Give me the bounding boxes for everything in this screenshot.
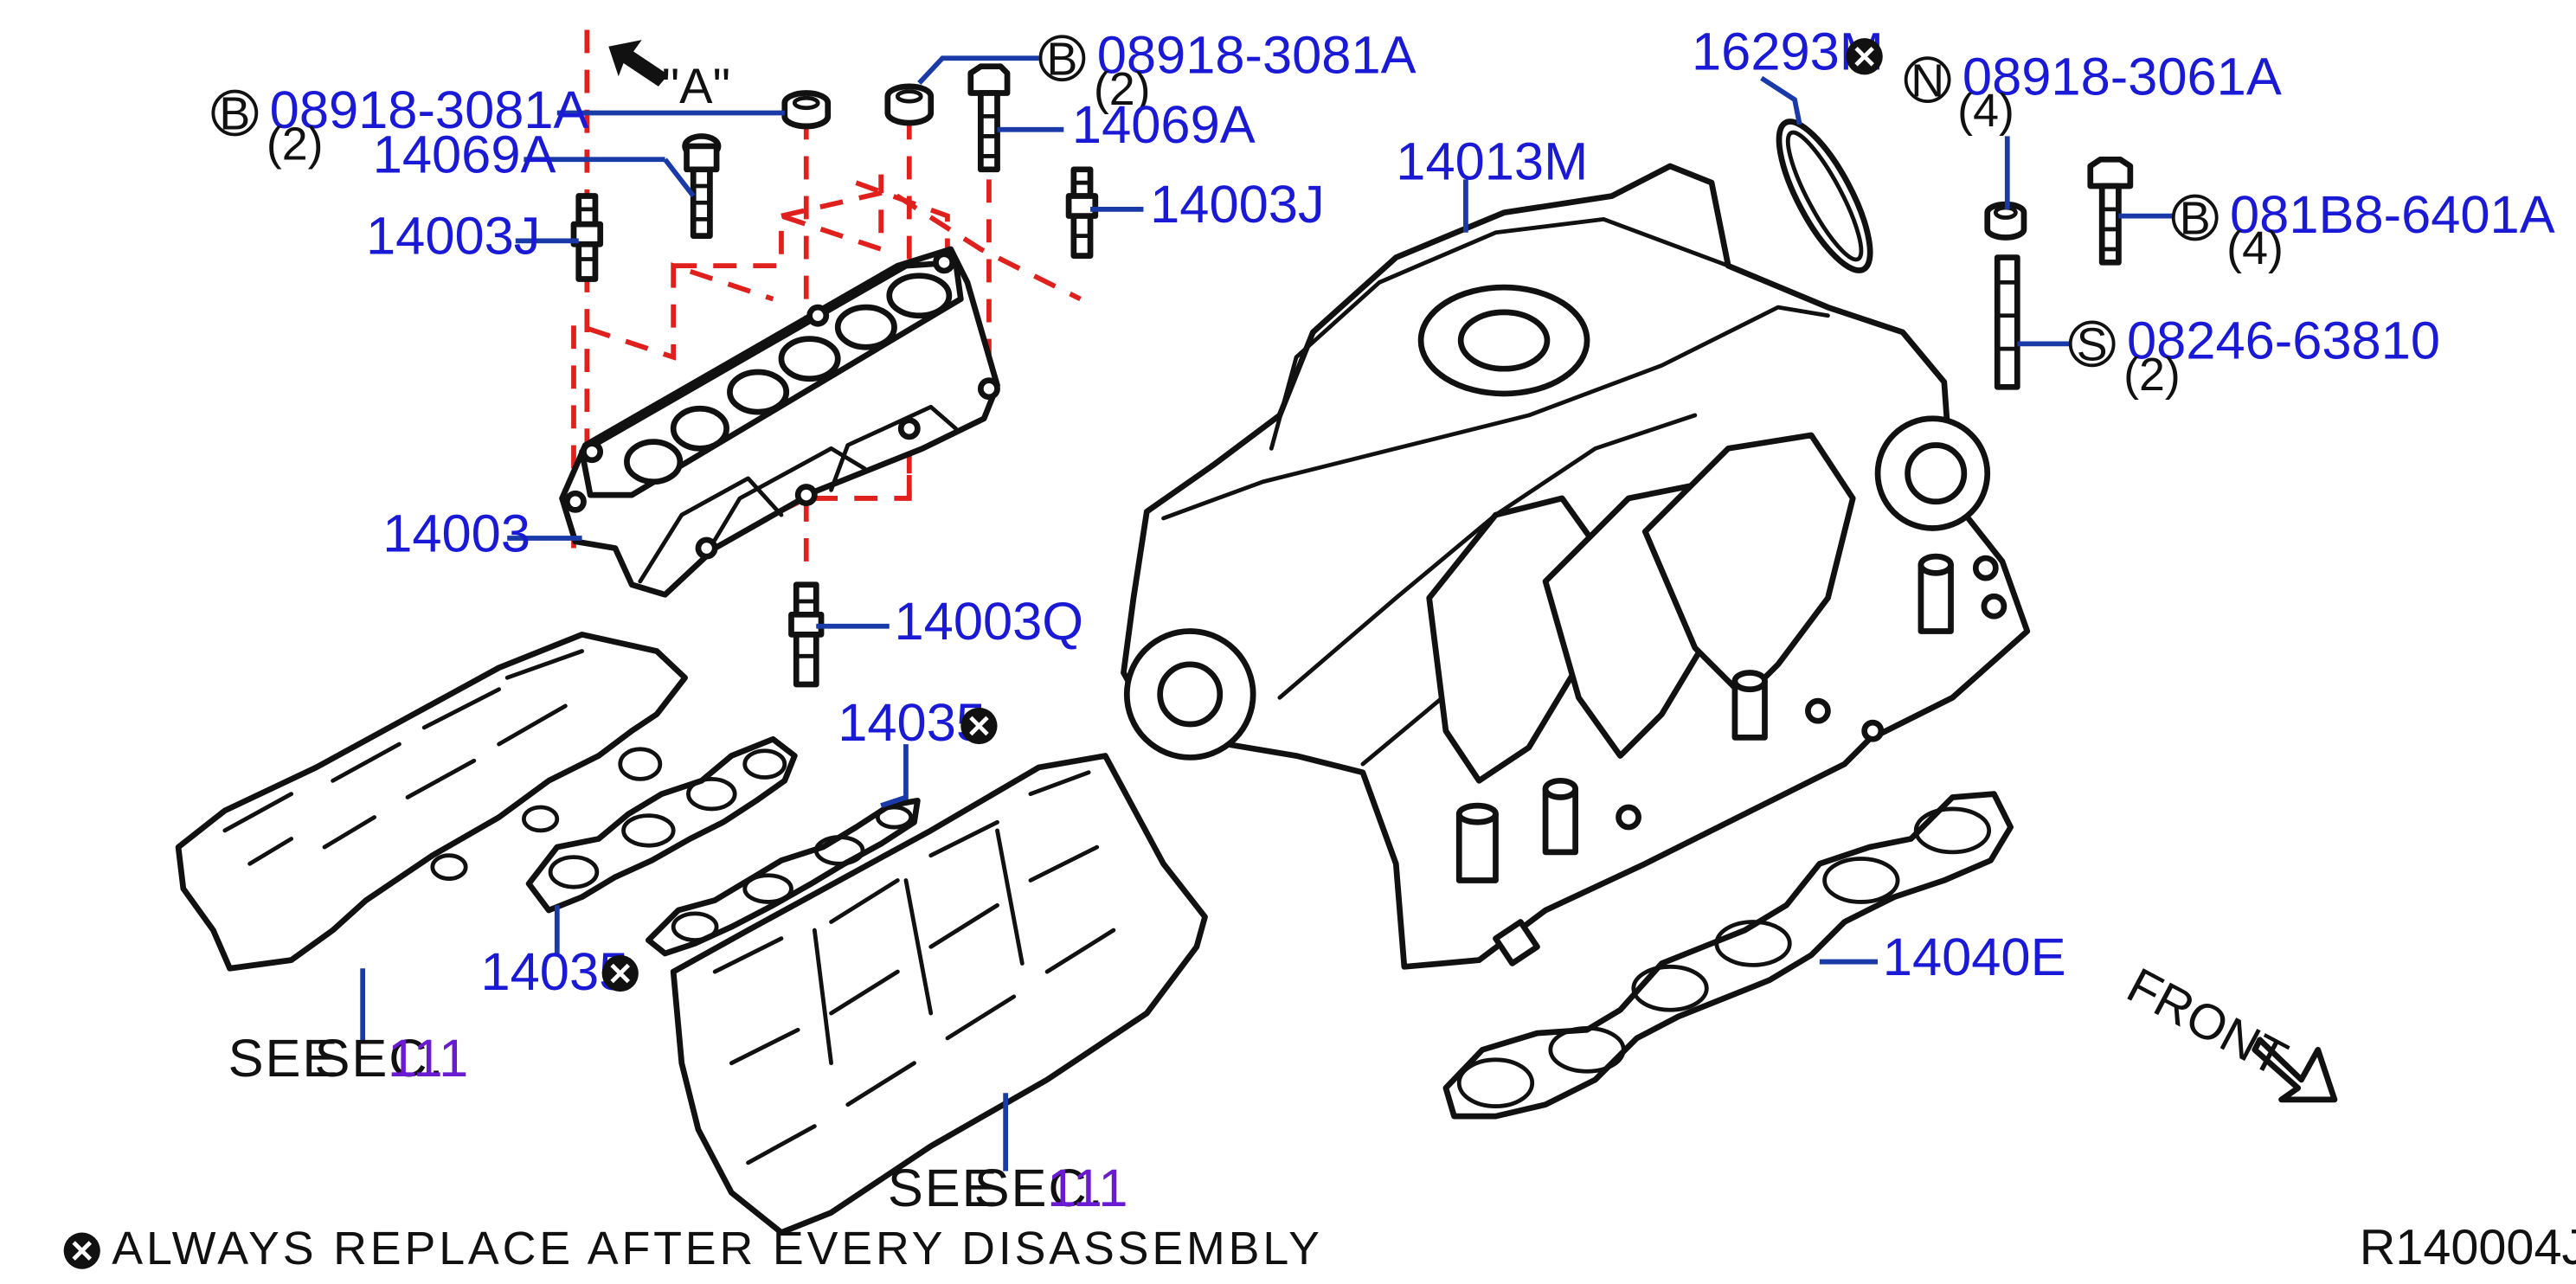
x-circle-icon <box>1846 38 1883 75</box>
view-arrow-icon <box>608 40 669 87</box>
part-label-14003J-left[interactable]: 14003J <box>366 207 541 266</box>
nut-08918-left[interactable] <box>781 90 832 130</box>
callout-b-08918-left[interactable]: B 08918-3081A (2) <box>211 80 589 170</box>
bolt-081B8-6401A[interactable] <box>2087 156 2134 266</box>
sec-number-link[interactable]: 111 <box>1047 1159 1127 1218</box>
callout-symbol: N <box>1911 55 1944 106</box>
sec-prefix: SEC. <box>315 1029 446 1088</box>
quantity: (4) <box>1957 85 2014 137</box>
stud-08246-63810[interactable] <box>1994 254 2020 390</box>
upper-intake-manifold-14013M[interactable] <box>1121 163 2031 970</box>
callout-b-081b8[interactable]: B 081B8-6401A (4) <box>2171 185 2555 274</box>
see-label: SEE <box>228 1029 340 1088</box>
callout-symbol: B <box>219 88 250 140</box>
callout-s-08246[interactable]: S 08246-63810 (2) <box>2068 311 2440 401</box>
part-number[interactable]: 08918-3061A <box>1963 47 2282 106</box>
part-label-14040E[interactable]: 14040E <box>1883 928 2066 987</box>
part-number[interactable]: 081B8-6401A <box>2230 185 2555 245</box>
part-number[interactable]: 08246-63810 <box>2127 311 2440 371</box>
part-label-14003J-right[interactable]: 14003J <box>1150 175 1325 234</box>
x-circle-icon <box>63 1232 100 1269</box>
quantity: (2) <box>1094 63 1151 115</box>
stud-14003J-left[interactable] <box>570 193 604 282</box>
stud-14003Q[interactable] <box>788 581 825 688</box>
quantity: (2) <box>267 118 324 170</box>
stud-14003J-right[interactable] <box>1065 166 1099 260</box>
part-label-14013M[interactable]: 14013M <box>1396 132 1588 191</box>
quantity: (4) <box>2226 222 2284 274</box>
gasket-14040E[interactable] <box>1442 791 2014 1120</box>
part-label-14003Q[interactable]: 14003Q <box>895 592 1084 652</box>
diagram-code: R140004J <box>2360 1220 2576 1275</box>
footer-note: ALWAYS REPLACE AFTER EVERY DISASSEMBLY <box>112 1223 1323 1274</box>
o-ring-16293M[interactable] <box>1762 110 1886 281</box>
part-number[interactable]: 08918-3081A <box>1097 25 1416 85</box>
cylinder-head-right <box>670 753 1208 1236</box>
see-sec-left[interactable]: SEE SEC. 111 <box>228 1029 469 1088</box>
part-label-14003[interactable]: 14003 <box>382 504 530 563</box>
cylinder-head-left <box>175 632 688 972</box>
sec-number-link[interactable]: 111 <box>388 1029 468 1088</box>
see-label: SEE <box>888 1159 999 1218</box>
view-label: "A" <box>662 59 730 114</box>
gasket-14035-right[interactable] <box>646 797 921 957</box>
see-sec-right[interactable]: SEE SEC. 111 <box>888 1159 1128 1218</box>
leader-lines <box>360 55 2174 1172</box>
x-circle-icon <box>601 954 639 992</box>
callout-symbol: S <box>2077 319 2108 371</box>
bolt-14069A-right[interactable] <box>967 63 1011 173</box>
callout-b-08918-right[interactable]: B 08918-3081A (2) <box>1038 25 1416 115</box>
front-label: FRONT <box>2118 958 2296 1088</box>
x-circle-icon <box>960 707 998 745</box>
part-label-14069A-right[interactable]: 14069A <box>1072 95 1256 155</box>
part-number[interactable]: 08918-3081A <box>270 80 589 140</box>
nut-08918-3061A[interactable] <box>1984 201 2027 241</box>
quantity: (2) <box>2123 349 2181 401</box>
lower-intake-manifold-14003[interactable] <box>559 246 1000 598</box>
gasket-14035-left[interactable] <box>525 735 798 914</box>
part-label-14069A-left[interactable]: 14069A <box>373 125 556 185</box>
front-arrow-icon <box>2252 1037 2338 1103</box>
callout-symbol: B <box>2180 193 2211 245</box>
callout-symbol: B <box>1046 33 1077 85</box>
callout-n-08918[interactable]: N 08918-3061A (4) <box>1904 47 2282 137</box>
nut-08918-right[interactable] <box>884 83 935 126</box>
bolt-14069A-left[interactable] <box>682 133 722 239</box>
sec-prefix: SEC. <box>974 1159 1105 1218</box>
